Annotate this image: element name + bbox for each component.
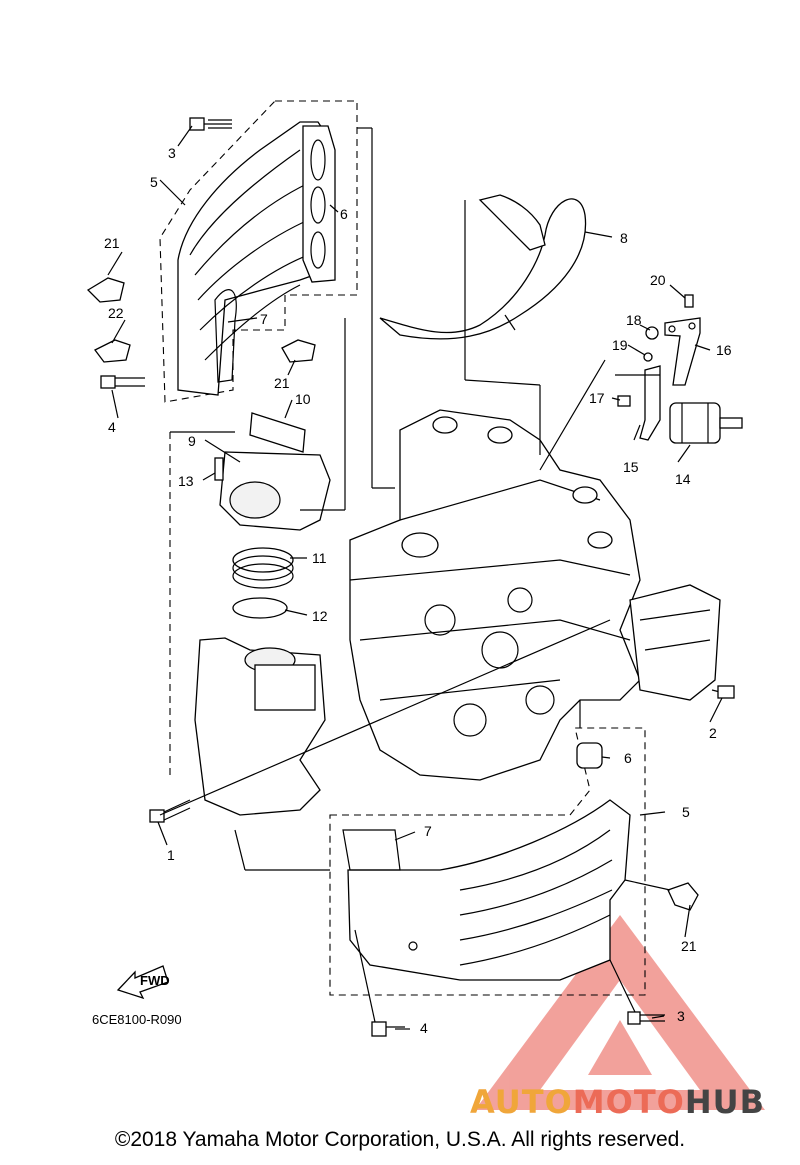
callout-3: 3 xyxy=(677,1008,685,1024)
callout-21: 21 xyxy=(681,938,697,954)
callout-8: 8 xyxy=(620,230,628,246)
callout-7: 7 xyxy=(424,823,432,839)
lower-manifold-group xyxy=(149,727,699,1037)
callout-5: 5 xyxy=(150,174,158,190)
callout-14: 14 xyxy=(675,471,691,487)
callout-10: 10 xyxy=(295,391,311,407)
callout-12: 12 xyxy=(312,608,328,624)
hose-part-8 xyxy=(379,194,587,340)
watermark-part-moto: MOTO xyxy=(572,1083,685,1121)
fwd-label: FWD xyxy=(140,973,170,988)
watermark-part-auto: AUTO xyxy=(470,1083,573,1121)
callout-6: 6 xyxy=(340,206,348,222)
callout-20: 20 xyxy=(650,272,666,288)
callout-17: 17 xyxy=(589,390,605,406)
callout-22: 22 xyxy=(108,305,124,321)
callout-7: 7 xyxy=(260,311,268,327)
callout-15: 15 xyxy=(623,459,639,475)
copyright-notice: ©2018 Yamaha Motor Corporation, U.S.A. A… xyxy=(114,1128,686,1151)
watermark-wordmark: AUTOMOTOHUB xyxy=(470,1083,765,1121)
watermark-part-hub: HUB xyxy=(684,1083,766,1121)
filter-bracket-group xyxy=(617,294,743,444)
reference-lines xyxy=(159,127,671,1023)
callout-13: 13 xyxy=(178,473,194,489)
callout-2: 2 xyxy=(709,725,717,741)
callout-11: 11 xyxy=(312,550,327,566)
callout-18: 18 xyxy=(626,312,642,328)
upper-manifold-group xyxy=(86,100,358,403)
callout-21: 21 xyxy=(274,375,290,391)
callout-16: 16 xyxy=(716,342,732,358)
callout-4: 4 xyxy=(108,419,116,435)
leader-lines xyxy=(107,125,723,1030)
callout-6: 6 xyxy=(624,750,632,766)
callout-4: 4 xyxy=(420,1020,428,1036)
callout-3: 3 xyxy=(168,145,176,161)
callout-9: 9 xyxy=(188,433,196,449)
callout-1: 1 xyxy=(167,847,175,863)
diagram-code: 6CE8100-R090 xyxy=(92,1012,182,1027)
fwd-arrow-icon: FWD xyxy=(116,965,170,1000)
callout-21: 21 xyxy=(104,235,120,251)
callout-labels: 3 5 6 21 22 7 21 4 8 10 9 13 11 12 1 2 6… xyxy=(104,145,732,1036)
engine-block xyxy=(349,409,735,781)
watermark-triangle-logo xyxy=(475,915,765,1110)
callout-19: 19 xyxy=(612,337,628,353)
throttle-body-group xyxy=(169,412,331,816)
callout-5: 5 xyxy=(682,804,690,820)
